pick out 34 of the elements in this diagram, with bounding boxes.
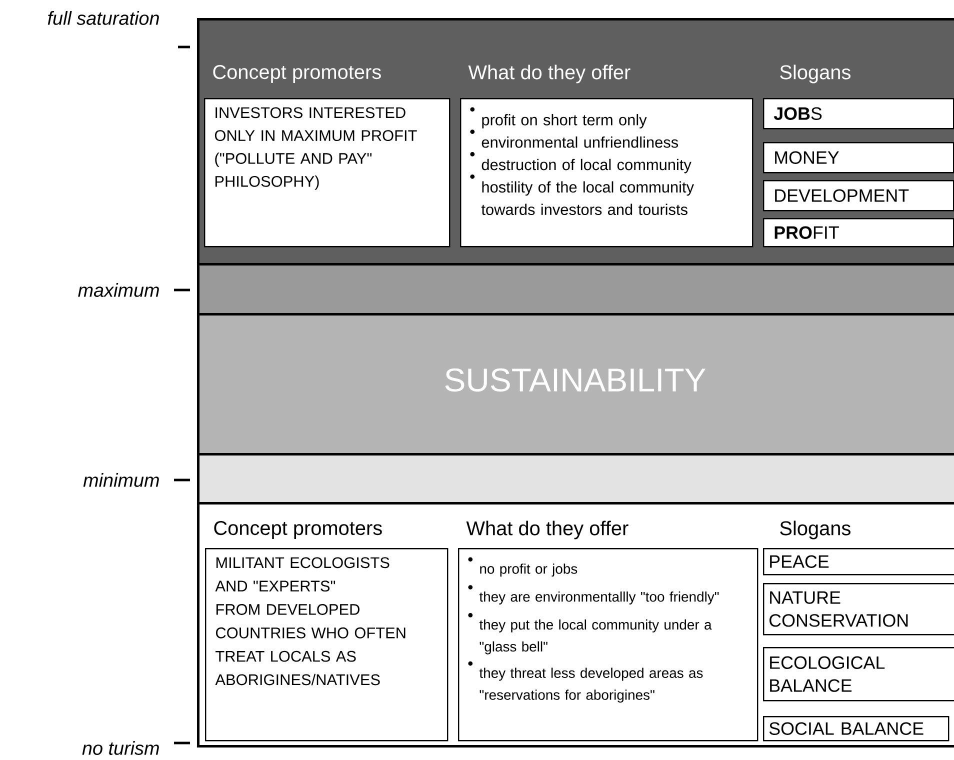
column-heading: Slogans bbox=[780, 520, 850, 540]
node-label: environmental unfriendliness bbox=[482, 136, 678, 148]
node-label: no profit or jobs bbox=[480, 564, 578, 577]
level-label: minimum bbox=[83, 473, 159, 487]
level-label: no turism bbox=[82, 741, 159, 755]
node-label: they are environmentallly "too friendly" bbox=[479, 591, 719, 604]
text-box: MILITANT ECOLOGISTS AND "EXPERTS" FROM DEVELOPED COUNTRIES WHO OFTEN TREAT LOCALS AS ABORIGINES/NATIVES bbox=[205, 548, 448, 742]
band bbox=[197, 453, 954, 504]
node-label: they put the local community under a "glass bell" bbox=[479, 619, 712, 654]
column-heading: Slogans bbox=[780, 64, 850, 84]
band-title: SUSTAINABILITY bbox=[445, 368, 706, 392]
text-box: no profit or jobs they are environmentallly "too friendly" they put the local community under a "glass bell" they threat less developed areas as "reservations for aborigines" bbox=[458, 548, 758, 742]
slogan-box: NATURE CONSERVATION bbox=[763, 583, 954, 636]
level-label: full saturation bbox=[48, 11, 159, 25]
slogan-box: PEACE bbox=[763, 548, 954, 576]
node-label: they threat less developed areas as "reservations for aborigines" bbox=[479, 668, 703, 703]
column-heading: What do they offer bbox=[466, 520, 628, 540]
level-label: maximum bbox=[78, 283, 159, 297]
slogan-box: ECOLOGICAL BALANCE bbox=[763, 647, 954, 702]
band bbox=[197, 313, 954, 456]
slogan-box: SOCIAL BALANCE bbox=[763, 716, 950, 742]
text-box: profit on short term only environmental unfriendliness destruction of local community hostility of the local community towards investors and tourists bbox=[460, 98, 754, 248]
node-label: hostility of the local community towards investors and tourists bbox=[481, 181, 694, 216]
column-heading: Concept promoters bbox=[213, 64, 381, 84]
slogan-box: PROFIT bbox=[763, 218, 954, 248]
column-heading: Concept promoters bbox=[214, 520, 382, 540]
text-box: INVESTORS INTERESTED ONLY IN MAXIMUM PROFIT ("POLLUTE AND PAY" PHILOSOPHY) bbox=[204, 98, 450, 248]
column-heading: What do they offer bbox=[468, 64, 630, 84]
node-label: destruction of local community bbox=[482, 158, 692, 174]
slogan-box: DEVELOPMENT bbox=[763, 180, 954, 212]
slogan-box: JOBS bbox=[763, 98, 954, 130]
band bbox=[197, 263, 954, 316]
slogan-box: MONEY bbox=[763, 142, 954, 174]
node-label: profit on short term only bbox=[482, 114, 647, 128]
